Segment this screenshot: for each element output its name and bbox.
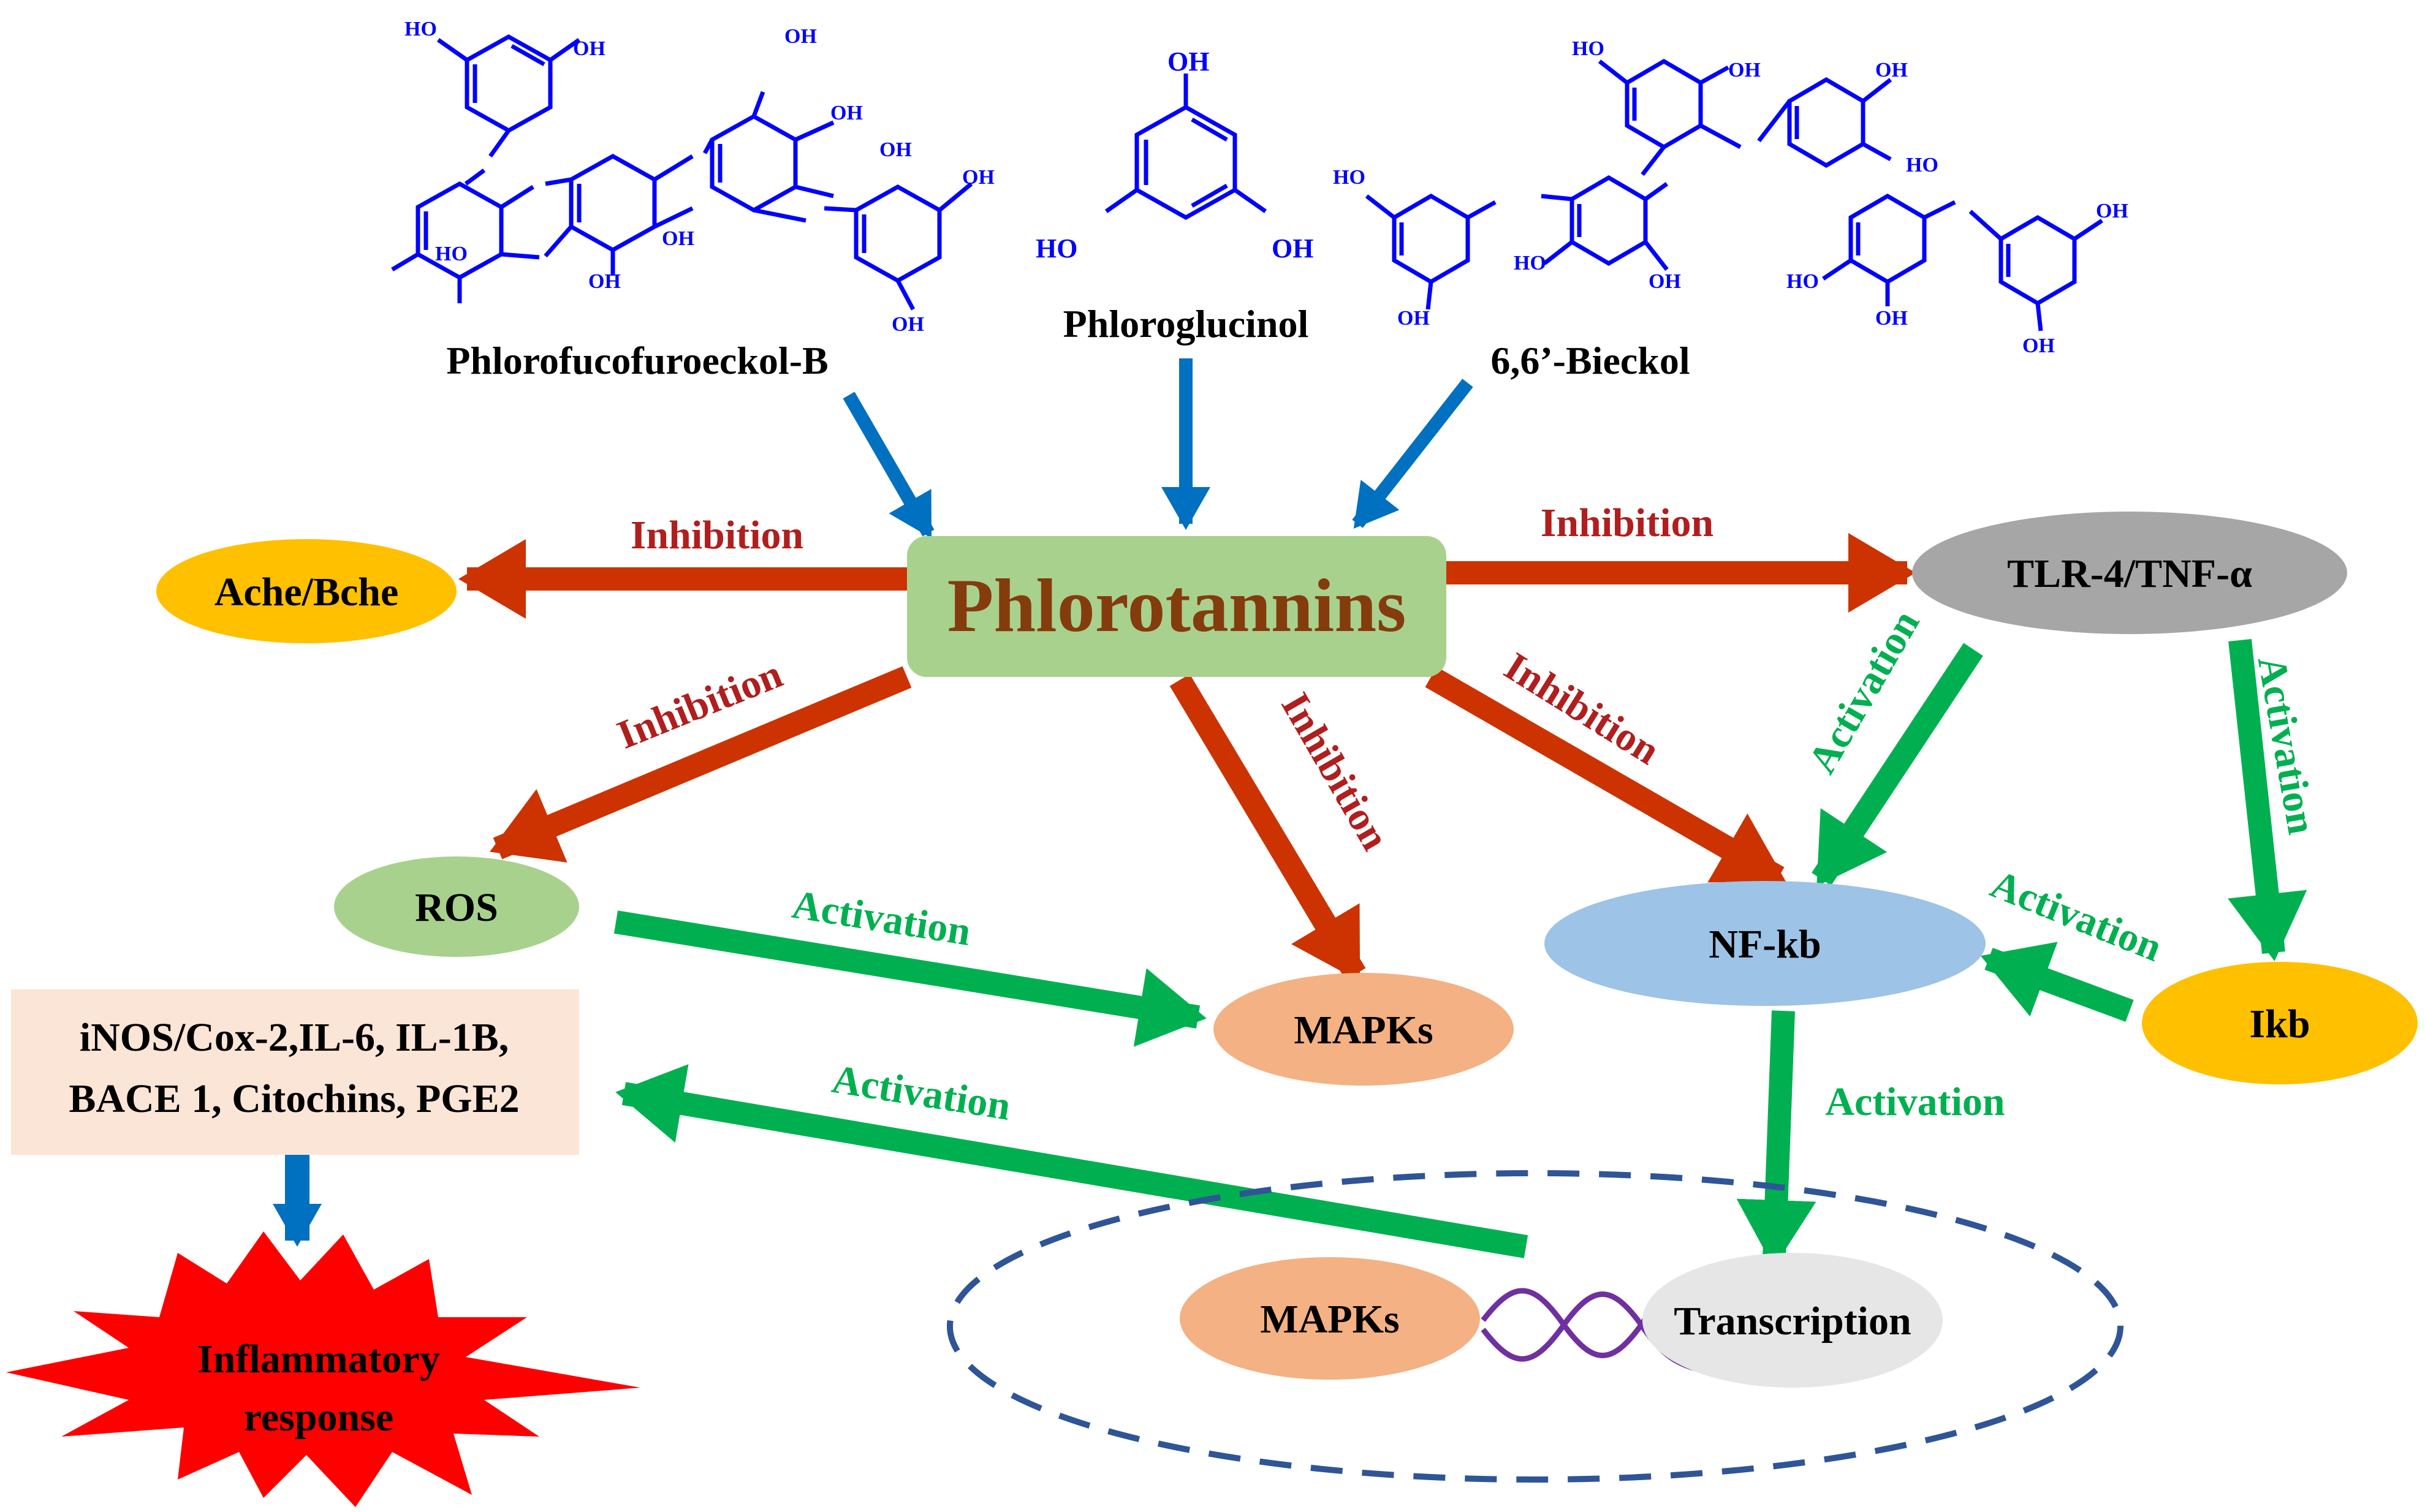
arrow-inhibition-ros bbox=[490, 666, 912, 863]
svg-text:HO: HO bbox=[435, 243, 468, 265]
svg-text:OH: OH bbox=[879, 138, 912, 161]
bieckol-hydroxyl-labels: HO OH OH HO HO OH HO OH HO OH OH OH bbox=[1333, 37, 2128, 357]
label-activation-nfkb-transcription: Activation bbox=[1825, 1079, 2005, 1124]
phlorofucofuroeckol-structure bbox=[391, 34, 973, 311]
svg-text:HO: HO bbox=[1514, 252, 1546, 274]
svg-text:ROS: ROS bbox=[415, 885, 498, 930]
svg-text:HO: HO bbox=[1333, 166, 1365, 189]
bieckol-structure bbox=[1365, 58, 2103, 331]
arrow-activation-ikb-nfkb bbox=[1980, 942, 2134, 1022]
tlr4-tnf-node: TLR-4/TNF-α bbox=[1912, 512, 2347, 634]
label-inhibition-mapks: Inhibition bbox=[1272, 686, 1397, 858]
svg-text:OH: OH bbox=[2096, 200, 2128, 222]
svg-text:OH: OH bbox=[662, 227, 694, 250]
phloroglucinol-name: Phloroglucinol bbox=[1063, 302, 1309, 346]
svg-text:NF-kb: NF-kb bbox=[1709, 922, 1821, 967]
label-activation-ikb-nfkb: Activation bbox=[1984, 861, 2168, 970]
svg-text:OH: OH bbox=[1875, 59, 1908, 81]
svg-text:OH: OH bbox=[2022, 335, 2055, 357]
mapks-nucleus-node: MAPKs bbox=[1180, 1257, 1480, 1380]
svg-text:HO: HO bbox=[1786, 270, 1819, 293]
arrow-activation-nucleus-mediators bbox=[615, 1064, 1528, 1258]
svg-text:MAPKs: MAPKs bbox=[1260, 1297, 1399, 1342]
svg-text:OH: OH bbox=[573, 37, 605, 60]
svg-text:OH: OH bbox=[892, 313, 924, 336]
svg-text:HO: HO bbox=[1906, 154, 1938, 176]
svg-text:OH: OH bbox=[1397, 307, 1430, 330]
phlorofucofuroeckol-name: Phlorofucofuroeckol-B bbox=[446, 339, 828, 382]
arrow-activation-tlr4-ikb bbox=[2228, 638, 2307, 961]
svg-text:OH: OH bbox=[1728, 59, 1761, 81]
svg-text:MAPKs: MAPKs bbox=[1294, 1008, 1433, 1053]
mediators-box: iNOS/Cox-2,IL-6, IL-1B, BACE 1, Citochin… bbox=[11, 989, 579, 1155]
svg-text:OH: OH bbox=[1649, 270, 1681, 293]
transcription-node: Transcription bbox=[1642, 1253, 1943, 1388]
svg-text:Ikb: Ikb bbox=[2249, 1002, 2310, 1046]
svg-text:OH: OH bbox=[1272, 233, 1313, 263]
svg-text:HO: HO bbox=[404, 18, 437, 40]
phlorofucofuroeckol-hydroxyl-labels: HO OH OH OH OH OH OH HO OH OH bbox=[404, 18, 995, 336]
arrow-activation-ros-mapks bbox=[613, 910, 1207, 1047]
ikb-node: Ikb bbox=[2142, 962, 2418, 1084]
inflammatory-response-burst: Inflammatory response bbox=[6, 1231, 640, 1507]
svg-text:Ache/Bche: Ache/Bche bbox=[214, 570, 399, 614]
mapks-node: MAPKs bbox=[1213, 973, 1514, 1086]
arrow-bieckol-to-phlorotannins bbox=[1352, 379, 1473, 529]
phloroglucinol-structure bbox=[1104, 74, 1267, 221]
label-activation-nucleus-mediators: Activation bbox=[829, 1057, 1014, 1129]
svg-text:response: response bbox=[244, 1395, 393, 1440]
svg-text:Phlorotannins: Phlorotannins bbox=[947, 564, 1406, 648]
svg-text:iNOS/Cox-2,IL-6, IL-1B,: iNOS/Cox-2,IL-6, IL-1B, bbox=[80, 1015, 509, 1060]
arrow-inhibition-nfkb bbox=[1425, 667, 1786, 888]
svg-text:HO: HO bbox=[1036, 233, 1077, 263]
svg-text:TLR-4/TNF-α: TLR-4/TNF-α bbox=[2007, 551, 2252, 596]
arrow-activation-tlr4-nfkb bbox=[1812, 643, 1983, 886]
svg-text:OH: OH bbox=[1875, 307, 1908, 330]
svg-text:Transcription: Transcription bbox=[1674, 1299, 1911, 1344]
arrow-activation-nfkb-transcription bbox=[1736, 1010, 1816, 1268]
arrow-phlorofucofuroeckol-to-phlorotannins bbox=[843, 391, 935, 539]
nf-kb-node: NF-kb bbox=[1544, 881, 1986, 1006]
svg-text:OH: OH bbox=[588, 270, 621, 293]
phlorotannins-node: Phlorotannins bbox=[907, 536, 1446, 677]
bieckol-name: 6,6’-Bieckol bbox=[1490, 339, 1690, 382]
ache-bche-node: Ache/Bche bbox=[156, 539, 457, 643]
svg-text:HO: HO bbox=[1572, 37, 1604, 60]
phloroglucinol-hydroxyl-labels: OH HO OH bbox=[1036, 47, 1313, 263]
svg-text:Inflammatory: Inflammatory bbox=[197, 1337, 440, 1382]
ros-node: ROS bbox=[334, 856, 579, 957]
label-inhibition-ache: Inhibition bbox=[631, 513, 804, 558]
svg-text:OH: OH bbox=[830, 102, 863, 124]
arrow-inhibition-mapks bbox=[1169, 674, 1366, 982]
label-inhibition-tlr4: Inhibition bbox=[1541, 501, 1714, 545]
nucleus-region bbox=[947, 1170, 2123, 1483]
svg-text:OH: OH bbox=[1167, 47, 1209, 77]
svg-text:BACE 1, Citochins, PGE2: BACE 1, Citochins, PGE2 bbox=[69, 1076, 519, 1121]
svg-text:OH: OH bbox=[784, 25, 817, 48]
svg-text:OH: OH bbox=[962, 166, 995, 189]
